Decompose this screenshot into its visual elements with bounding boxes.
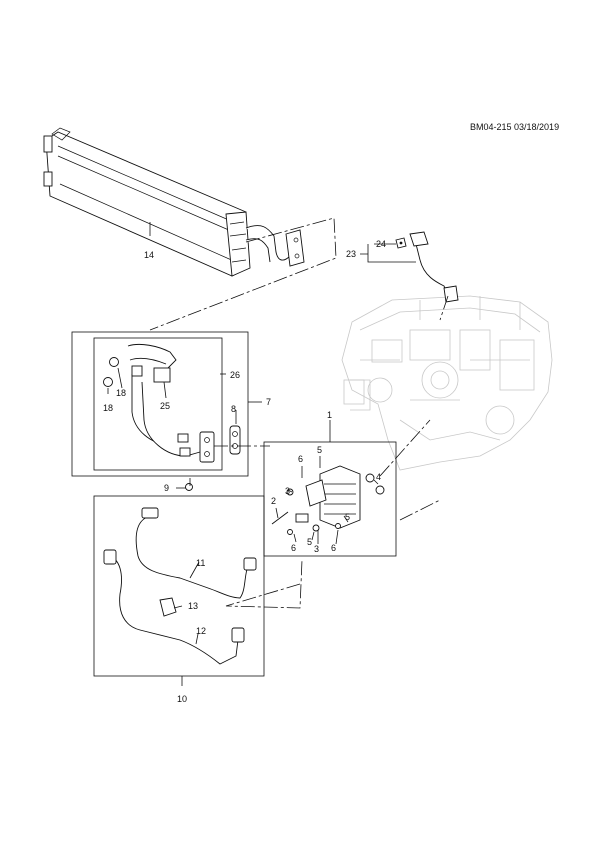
callouts: 1 2 3 3 4 5 5 5 6 6 6 7 8 9 10 11 12 13 …	[103, 239, 386, 704]
callout-24: 24	[376, 239, 386, 249]
callout-2: 2	[271, 496, 276, 506]
cooler-hose-assembly	[103, 343, 241, 491]
callout-3a: 3	[285, 486, 290, 496]
transmission-fluid-cooler	[43, 127, 305, 277]
connection-lines	[149, 217, 449, 609]
callout-8: 8	[231, 404, 236, 414]
callout-10: 10	[177, 694, 187, 704]
transmission-ghost	[341, 295, 553, 471]
callout-6b: 6	[291, 543, 296, 553]
callout-1: 1	[327, 410, 332, 420]
document-id: BM04-215 03/18/2019	[470, 122, 560, 132]
callout-18a: 18	[103, 403, 113, 413]
assembly-box-10	[93, 495, 265, 677]
assembly-box-26	[93, 337, 223, 471]
cooler-inlet-hose	[395, 231, 459, 303]
callout-3b: 3	[314, 544, 319, 554]
callout-4: 4	[376, 472, 381, 482]
callout-6a: 6	[298, 454, 303, 464]
callout-7: 7	[266, 397, 271, 407]
coolant-hose-assembly	[103, 507, 257, 665]
assembly-box-7	[71, 331, 249, 477]
callout-18b: 18	[116, 388, 126, 398]
callout-5b: 5	[307, 537, 312, 547]
callout-11: 11	[196, 558, 205, 568]
callout-14: 14	[144, 250, 154, 260]
callout-23: 23	[346, 249, 356, 259]
leader-lines	[107, 222, 416, 686]
callout-9: 9	[164, 483, 169, 493]
callout-26: 26	[230, 370, 240, 380]
heat-exchanger	[271, 465, 385, 535]
callout-13: 13	[188, 601, 198, 611]
callout-12: 12	[196, 626, 206, 636]
callout-5a: 5	[317, 445, 322, 455]
callout-25: 25	[160, 401, 170, 411]
callout-6c: 6	[331, 543, 336, 553]
callout-5c: 5	[345, 512, 350, 522]
